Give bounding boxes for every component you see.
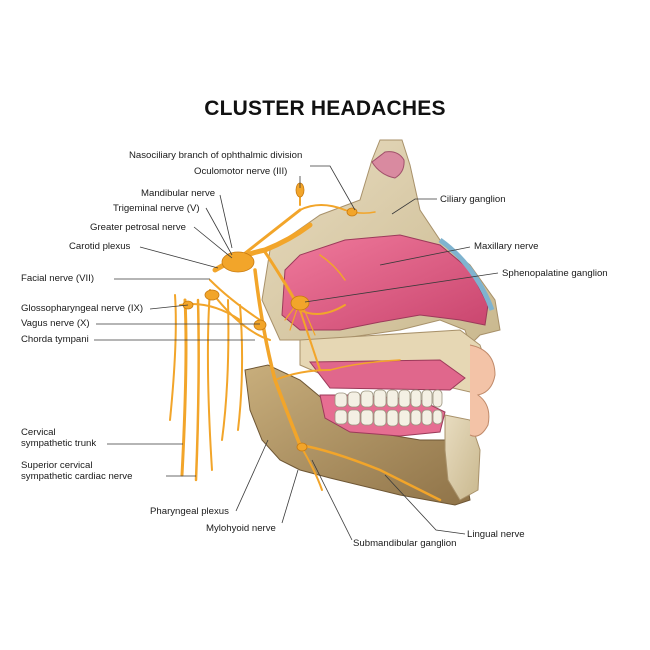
lower-teeth [334,409,443,427]
label-trigeminal: Trigeminal nerve (V) [113,203,200,214]
frontal-sinus [371,151,405,179]
label-carotid: Carotid plexus [69,241,131,252]
ganglia [182,182,358,452]
label-cervical-trunk: Cervical sympathetic trunk [21,427,97,449]
label-oculomotor: Oculomotor nerve (III) [194,166,288,177]
label-chorda-tympani: Chorda tympani [21,334,89,345]
label-sphenopalatine: Sphenopalatine ganglion [502,268,608,279]
diagram-title: CLUSTER HEADACHES [204,97,446,120]
nasal-cartilage [438,237,495,311]
label-greater-petrosal: Greater petrosal nerve [90,222,186,233]
lips [469,344,496,437]
label-ciliary-ganglion: Ciliary ganglion [440,194,506,205]
label-nasociliary: Nasociliary branch of ophthalmic divisio… [129,150,303,161]
label-facial: Facial nerve (VII) [21,273,95,284]
leader-lines [94,165,499,541]
label-pharyngeal-plexus: Pharyngeal plexus [150,506,229,517]
label-glossopharyngeal: Glossopharyngeal nerve (IX) [21,303,144,314]
label-superior-cervical: Superior cervical sympathetic cardiac ne… [21,460,133,482]
label-maxillary: Maxillary nerve [474,241,539,252]
label-vagus: Vagus nerve (X) [21,318,90,329]
oral-cavity [308,359,466,391]
label-mandibular: Mandibular nerve [141,188,216,199]
label-mylohyoid: Mylohyoid nerve [206,523,276,534]
label-submandibular: Submandibular ganglion [353,538,457,549]
label-lingual: Lingual nerve [467,529,525,540]
upper-teeth [334,389,443,408]
